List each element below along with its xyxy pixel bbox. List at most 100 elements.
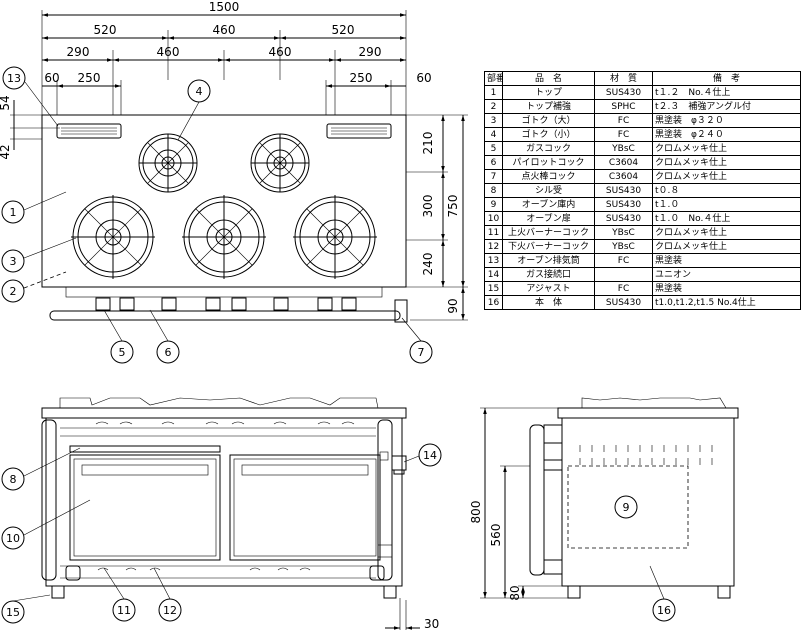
header-material: 材 質 (594, 71, 653, 86)
part-number: 15 (484, 281, 503, 296)
dim-left-42: 42 (0, 144, 12, 159)
part-remarks: 黒塗装 (652, 253, 801, 268)
part-name: シル受 (502, 183, 595, 198)
callout-2: 2 (10, 285, 17, 298)
callout-9: 9 (623, 501, 630, 514)
part-name: ガス接続口 (502, 267, 595, 282)
small-grate-right (250, 133, 310, 193)
part-remarks: クロムメッキ仕上 (652, 225, 801, 240)
part-name: トップ補強 (502, 99, 595, 114)
dim-right-300: 300 (421, 195, 435, 218)
dim-width-total: 1500 (209, 0, 240, 14)
small-grate-left (138, 133, 198, 193)
front-view: 30 (41, 397, 439, 631)
part-material: FC (594, 253, 653, 268)
header-part-name: 品 名 (502, 71, 595, 86)
part-name: トップ (502, 85, 595, 100)
part-material (594, 267, 653, 282)
part-name: オーブン庫内 (502, 197, 595, 212)
dim-height-560: 560 (489, 524, 503, 547)
part-number: 2 (484, 99, 503, 114)
callout-3: 3 (10, 255, 17, 268)
part-material: SUS430 (594, 85, 653, 100)
part-number: 16 (484, 295, 503, 310)
dim-height-800: 800 (469, 501, 483, 524)
plan-view: 1500 520 460 520 290 460 460 290 60 250 … (0, 0, 468, 323)
large-grate-2 (182, 195, 266, 279)
part-name: 下火バーナーコック (502, 239, 595, 254)
part-name: 点火棒コック (502, 169, 595, 184)
dim-low-right-60: 60 (416, 71, 431, 85)
dim-top-2: 460 (213, 23, 236, 37)
dim-mid-3: 460 (269, 45, 292, 59)
dim-right-240: 240 (421, 253, 435, 276)
dim-low-right-250: 250 (350, 71, 373, 85)
callout-8: 8 (10, 473, 17, 486)
large-grate-3 (293, 195, 377, 279)
part-name: パイロットコック (502, 155, 595, 170)
part-material: SUS430 (594, 197, 653, 212)
part-material: YBsC (594, 141, 653, 156)
part-number: 11 (484, 225, 503, 240)
callout-5: 5 (119, 346, 126, 359)
part-number: 9 (484, 197, 503, 212)
part-number: 3 (484, 113, 503, 128)
part-material: YBsC (594, 225, 653, 240)
callout-4: 4 (196, 85, 203, 98)
dim-depth-750: 750 (446, 195, 460, 218)
callout-7: 7 (418, 346, 425, 359)
part-number: 4 (484, 127, 503, 142)
callouts: 13 4 1 3 2 5 6 7 8 10 15 11 (1, 66, 676, 624)
part-remarks: クロムメッキ仕上 (652, 169, 801, 184)
part-name: オーブン扉 (502, 211, 595, 226)
callout-15: 15 (6, 606, 20, 619)
dim-low-left-60: 60 (44, 71, 59, 85)
part-remarks: クロムメッキ仕上 (652, 155, 801, 170)
part-name: 上火バーナーコック (502, 225, 595, 240)
part-material: C3604 (594, 169, 653, 184)
part-name: 本 体 (502, 295, 595, 310)
part-remarks: クロムメッキ仕上 (652, 141, 801, 156)
parts-table-header: 部番 品 名 材 質 備 考 (484, 71, 801, 86)
part-number: 12 (484, 239, 503, 254)
part-material: SPHC (594, 99, 653, 114)
part-number: 5 (484, 141, 503, 156)
part-name: アジャスト (502, 281, 595, 296)
part-material: FC (594, 113, 653, 128)
part-name: ゴトク（大） (502, 113, 595, 128)
part-number: 1 (484, 85, 503, 100)
callout-13: 13 (7, 72, 21, 85)
dim-right-210: 210 (421, 132, 435, 155)
part-material: FC (594, 127, 653, 142)
dim-top-3: 520 (332, 23, 355, 37)
dim-mid-2: 460 (157, 45, 180, 59)
dim-bottom-90: 90 (446, 298, 460, 313)
part-remarks: 黒塗装 (652, 281, 801, 296)
part-number: 8 (484, 183, 503, 198)
dim-mid-1: 290 (67, 45, 90, 59)
callout-16: 16 (657, 604, 671, 617)
large-grate-1 (71, 195, 155, 279)
part-name: ガスコック (502, 141, 595, 156)
part-number: 6 (484, 155, 503, 170)
part-remarks: t1.0,t1.2,t1.5 No.4仕上 (652, 295, 801, 310)
callout-14: 14 (423, 449, 437, 462)
dim-mid-4: 290 (359, 45, 382, 59)
part-remarks: クロムメッキ仕上 (652, 239, 801, 254)
part-number: 10 (484, 211, 503, 226)
